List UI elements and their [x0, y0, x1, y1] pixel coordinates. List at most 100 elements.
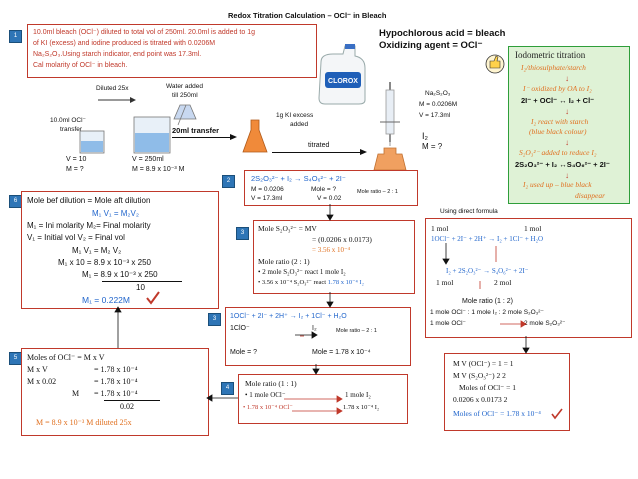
molarity-box: Moles of OCl⁻ = M x V M x V = 1.78 x 10⁻…	[21, 348, 209, 436]
result-line: Moles of OCl⁻ = 1	[459, 383, 516, 392]
mol-label: 1 mol	[436, 278, 454, 287]
result-line: M V (S₂O₃²⁻) 2 2	[453, 371, 506, 380]
molarity-line: M x 0.02	[27, 377, 57, 386]
molarity-result: M = 8.9 x 10⁻³ M diluted 25x	[36, 418, 132, 427]
equation-part: 1ClO⁻	[230, 325, 250, 332]
sample-volume: V = 0.02	[317, 195, 342, 202]
oxidizing-agent-label: Oxidizing agent = OCl⁻	[379, 40, 483, 51]
ratio-line: 1.78 x 10⁻⁴ I₂	[343, 404, 380, 411]
mole-ratio: Mole ratio – 2 : 1	[357, 189, 398, 195]
calc-line: = (0.0206 x 0.0173)	[312, 235, 372, 244]
iodometric-step: I⁻ oxidized by OA to I₂	[523, 84, 592, 93]
titrated-arrow	[272, 152, 362, 153]
bleach-label: Hypochlorous acid = bleach	[379, 28, 506, 39]
dilution-result: M₁ = 0.222M	[82, 295, 130, 305]
step-number-badge: 1	[9, 30, 22, 43]
dilution-box: Mole bef dilution = Mole aft dilution M₁…	[21, 191, 219, 309]
dilution-line: Mole bef dilution = Mole aft dilution	[27, 196, 151, 205]
water-added-label: Water added	[166, 83, 203, 90]
iodine-label: I₂	[422, 131, 428, 141]
arrow-head-icon	[360, 149, 367, 155]
problem-line: 10.0ml bleach (OCl⁻) diluted to total vo…	[33, 29, 255, 36]
thio-molarity: M = 0.0206	[251, 186, 284, 193]
bleach-bottle-image: CLOROX	[318, 44, 366, 105]
burette-image	[373, 82, 407, 171]
iodometric-title: Iodometric titration	[515, 50, 586, 60]
transfer-label: 10.0ml OCl⁻	[50, 117, 86, 124]
molarity-line: Moles of OCl⁻ = M x V	[27, 353, 105, 362]
ratio-line: • 1 mole OCl⁻	[245, 391, 286, 399]
calc-result: 1.78 x 10⁻⁴ I₂	[327, 279, 364, 286]
dilution-line: 10	[136, 283, 145, 292]
molarity-line: 0.02	[120, 402, 134, 411]
calc-text: • 3.56 x 10⁻⁴ S₂O₃²⁻ react	[258, 279, 328, 286]
dilution-line: M₁ = 8.9 x 10⁻³ x 250	[82, 270, 158, 279]
molarity-line: M	[72, 389, 80, 398]
equation-text: 1OCl⁻ + 2I⁻ + 2H⁺ → I₂ + 1Cl⁻ + H₂O	[230, 313, 347, 320]
check-mark-icon	[146, 291, 160, 305]
dilution-label: Diluted 25x	[96, 85, 129, 92]
diluted-molarity: M = 8.9 x 10⁻³ M	[132, 166, 185, 173]
calc-line: Mole S₂O₃²⁻ = MV	[258, 224, 317, 233]
iodometric-info-box: Iodometric titration I₂/thiosulphate/sta…	[508, 46, 630, 204]
check-mark-icon	[551, 408, 563, 420]
titrated-label: titrated	[308, 142, 330, 149]
iodine-molarity: M = ?	[422, 142, 443, 151]
ratio-line: 1 mole OCl⁻ : 1 mole I₂ : 2 mole S₂O₃²⁻	[430, 309, 544, 316]
thiosulfate-label: Na₂S₂O₃	[425, 90, 451, 97]
iodometric-step: I₂/thiosulphate/starch	[521, 63, 586, 72]
molarity-line: = 1.78 x 10⁻⁴	[94, 365, 138, 374]
problem-line: of KI (excess) and iodine produced is ti…	[33, 40, 216, 47]
thiosulfate-molarity: M = 0.0206M	[419, 101, 458, 108]
iodometric-step: S₂O₃²⁻ added to reduce I₂	[519, 148, 597, 157]
mole-value: Mole = 1.78 x 10⁻⁴	[312, 349, 371, 356]
step-number-badge: 3	[208, 313, 221, 326]
iodine-mole: Mole = ?	[311, 186, 337, 193]
down-arrow-icon: ↓	[565, 74, 569, 83]
equation-text: 1OCl⁻ + 2I⁻ + 2H⁺ → I₂ + 1Cl⁻ + H₂O	[431, 235, 544, 243]
ratio-line: 1 mole OCl⁻	[430, 320, 466, 327]
fraction-bar	[104, 400, 160, 401]
fraction-bar	[102, 281, 182, 282]
bottle-label-text: CLOROX	[328, 78, 358, 85]
step-number-badge: 4	[221, 382, 234, 395]
transfer-arrow	[172, 137, 232, 138]
problem-line: Na₂S₂O₃.Using starch indicator, end poin…	[33, 51, 202, 58]
iodometric-step: (blue black colour)	[529, 127, 587, 136]
calc-line: • 3.56 x 10⁻⁴ S₂O₃²⁻ react 1.78 x 10⁻⁴ I…	[258, 279, 364, 287]
direct-formula-box: 1 mol 1 mol 1OCl⁻ + 2I⁻ + 2H⁺ → I₂ + 1Cl…	[425, 218, 632, 338]
diluted-volume: V = 250ml	[132, 156, 164, 163]
ratio-line: Mole ratio (1 : 1)	[245, 379, 297, 388]
mol-label: 1 mol	[524, 224, 542, 233]
initial-molarity: M = ?	[66, 166, 84, 173]
ratio-line: 1 mole I₂	[345, 391, 371, 399]
problem-line: Cal molarity of OCl⁻ in bleach.	[33, 62, 128, 69]
down-arrow-icon: ↓	[565, 138, 569, 147]
molarity-line: M x V	[27, 365, 48, 374]
molarity-line: = 1.78 x 10⁻⁴	[94, 377, 138, 386]
ratio-line: 2 mole S₂O₃²⁻	[524, 320, 566, 327]
ratio-line: Mole ratio (1 : 2)	[462, 298, 513, 305]
step-number-badge: 2	[222, 175, 235, 188]
arrow-head-icon	[230, 134, 237, 140]
problem-box: 10.0ml bleach (OCl⁻) diluted to total vo…	[27, 24, 317, 78]
ratio-line: • 1.78 x 10⁻⁴ OCl⁻	[243, 404, 293, 411]
flask-image	[242, 119, 268, 153]
equation-part: I₂	[312, 325, 317, 332]
result-line: M V (OCl⁻) = 1 = 1	[453, 359, 514, 368]
down-arrow-icon: ↓	[565, 107, 569, 116]
ocl-equation-box: 1OCl⁻ + 2I⁻ + 2H⁺ → I₂ + 1Cl⁻ + H₂O 1ClO…	[225, 307, 411, 366]
dilution-line: M₁ V₁ = M₂ V₂	[72, 246, 122, 255]
dilution-line: M₁ = Ini molarity M₂= Final molarity	[27, 221, 151, 230]
direct-formula-label: Using direct formula	[440, 208, 498, 215]
molarity-line: = 1.78 x 10⁻⁴	[94, 389, 138, 398]
water-added-label: till 250ml	[172, 92, 198, 99]
iodometric-step: disappear	[575, 191, 605, 200]
down-arrow-icon: ↓	[565, 171, 569, 180]
step-number-badge: 3	[236, 227, 249, 240]
mol-label: 1 mol	[431, 224, 449, 233]
dilution-formula: M₁ V₁ = M₂V₂	[92, 209, 139, 218]
result-line: 0.0206 x 0.0173 2	[453, 395, 508, 404]
equation-text: I₂ + 2S₂O₃²⁻ → S₄O₆²⁻ + 2I⁻	[446, 267, 529, 275]
dilution-apparatus-image	[79, 97, 197, 154]
